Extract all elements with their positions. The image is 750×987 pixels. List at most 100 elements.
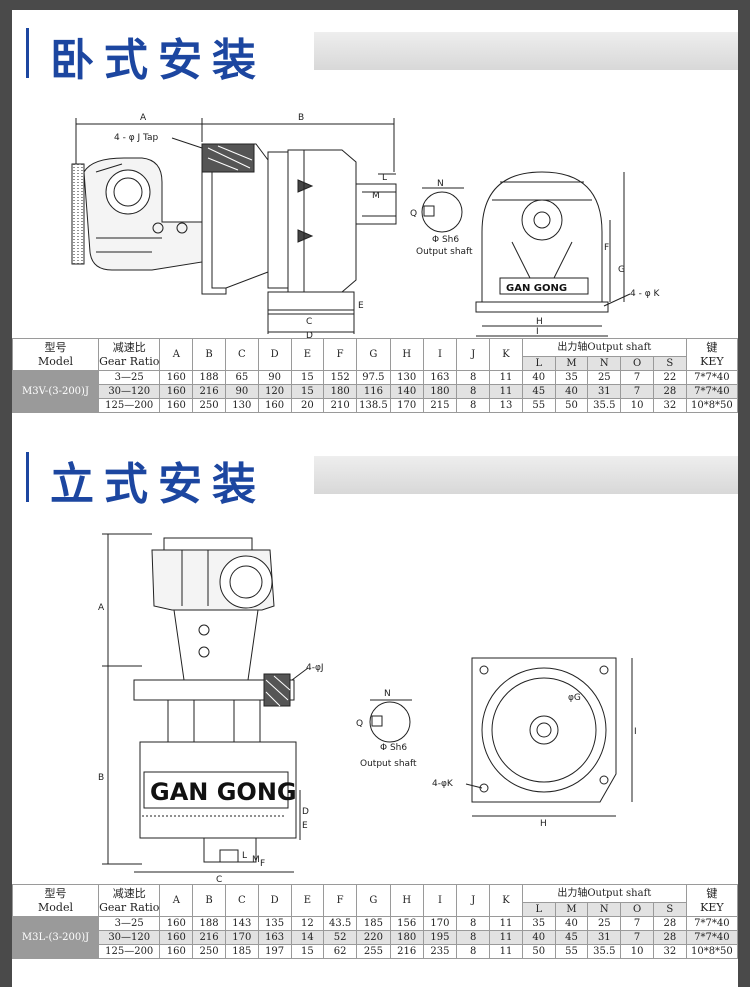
dim-n: N: [384, 689, 391, 699]
header-accent-bar: [26, 452, 29, 502]
cell: 143: [224, 916, 259, 931]
shaft-header: 出力轴Output shaft: [521, 884, 687, 903]
ratio-cell: 125—200: [97, 944, 161, 959]
section-title: 卧式安装: [50, 35, 266, 86]
cell: 185: [224, 944, 259, 959]
cell: 8: [456, 930, 491, 945]
cell: 130: [224, 398, 259, 413]
shaft-col-header: L: [521, 356, 556, 371]
cell: 7: [620, 916, 654, 931]
table-row: 30—120 160 216 90 120 15 180 116 140 180…: [12, 384, 738, 399]
cell: 188: [192, 370, 226, 385]
cell: 8: [456, 384, 491, 399]
table-row: M3V-(3-200)J 3—25 160 188 65 90 15 152 9…: [12, 370, 738, 413]
dim-g: φG: [568, 693, 581, 703]
dim-c: C: [216, 875, 222, 884]
dim-q: Q: [356, 719, 363, 729]
brand-plate: GAN GONG: [506, 283, 567, 294]
col-header: D: [257, 884, 292, 917]
cell: 40: [521, 930, 556, 945]
cell: 7: [620, 384, 654, 399]
output-shaft-label: Output shaft: [360, 759, 417, 769]
output-shaft-label: Output shaft: [416, 247, 473, 257]
ratio-cell: 3—25: [97, 370, 161, 385]
shaft-col-header: S: [652, 902, 687, 917]
cell: 140: [389, 384, 424, 399]
shaft-col-header: L: [521, 902, 556, 917]
cell: 138.5: [356, 398, 391, 413]
cell: 15: [290, 370, 325, 385]
section-header-vertical: 立式安装: [12, 442, 738, 510]
cell: 215: [422, 398, 458, 413]
cell: 180: [422, 384, 458, 399]
dim-l: L: [382, 173, 387, 183]
section-title: 立式安装: [50, 459, 266, 510]
cell: 28: [652, 930, 687, 945]
cell: 15: [290, 384, 325, 399]
dim-h: H: [536, 317, 543, 327]
cell: 130: [389, 370, 424, 385]
dim-d: D: [302, 807, 309, 817]
dim-b: B: [98, 773, 104, 783]
cell: 35: [521, 916, 556, 931]
cell: 250: [192, 944, 226, 959]
cell: 210: [323, 398, 358, 413]
col-header: F: [323, 338, 358, 371]
dim-d: D: [306, 331, 313, 338]
col-header: H: [389, 884, 424, 917]
cell: 170: [389, 398, 424, 413]
cell: 40: [554, 916, 589, 931]
horizontal-mount-drawing: A B 4 - φ J Tap: [12, 102, 738, 338]
dim-q: Q: [410, 209, 417, 219]
header-banner: [314, 32, 738, 70]
cell: 216: [192, 930, 226, 945]
dim-f: F: [604, 243, 609, 253]
cell: 31: [587, 930, 622, 945]
key-cell: 7*7*40: [685, 916, 738, 931]
cell: 52: [323, 930, 358, 945]
cell: 156: [389, 916, 424, 931]
cell: 62: [323, 944, 358, 959]
col-header: K: [489, 338, 523, 371]
col-header: I: [422, 338, 458, 371]
cell: 32: [652, 398, 687, 413]
cell: 97.5: [356, 370, 391, 385]
dim-g: G: [618, 265, 625, 275]
cell: 14: [290, 930, 325, 945]
col-header: G: [356, 338, 391, 371]
cell: 32: [652, 944, 687, 959]
phi-k-label: 4-φK: [432, 779, 454, 789]
cell: 8: [456, 370, 491, 385]
dim-a: A: [140, 113, 147, 123]
model-cell: M3L-(3-200)J: [12, 916, 99, 959]
shaft-col-header: O: [620, 356, 654, 371]
dim-c: C: [306, 317, 312, 327]
cell: 31: [587, 384, 622, 399]
shaft-col-header: S: [652, 356, 687, 371]
cell: 160: [159, 944, 194, 959]
cell: 15: [290, 944, 325, 959]
ratio-cell: 30—120: [97, 384, 161, 399]
key-cell: 10*8*50: [685, 944, 738, 959]
ratio-cell: 30—120: [97, 930, 161, 945]
dim-n: N: [437, 179, 444, 189]
cell: 216: [192, 384, 226, 399]
cell: 195: [422, 930, 458, 945]
cell: 11: [489, 384, 523, 399]
cell: 220: [356, 930, 391, 945]
table-row: 30—120 160 216 170 163 14 52 220 180 195…: [12, 930, 738, 945]
dim-i: I: [634, 727, 637, 737]
cell: 20: [290, 398, 325, 413]
cell: 250: [192, 398, 226, 413]
col-header: B: [192, 338, 226, 371]
tap-label: 4 - φ J Tap: [114, 133, 159, 143]
cell: 235: [422, 944, 458, 959]
table-row: 125—200 160 250 130 160 20 210 138.5 170…: [13, 398, 738, 413]
model-cell: M3V-(3-200)J: [12, 370, 99, 413]
header-accent-bar: [26, 28, 29, 78]
cell: 160: [257, 398, 292, 413]
